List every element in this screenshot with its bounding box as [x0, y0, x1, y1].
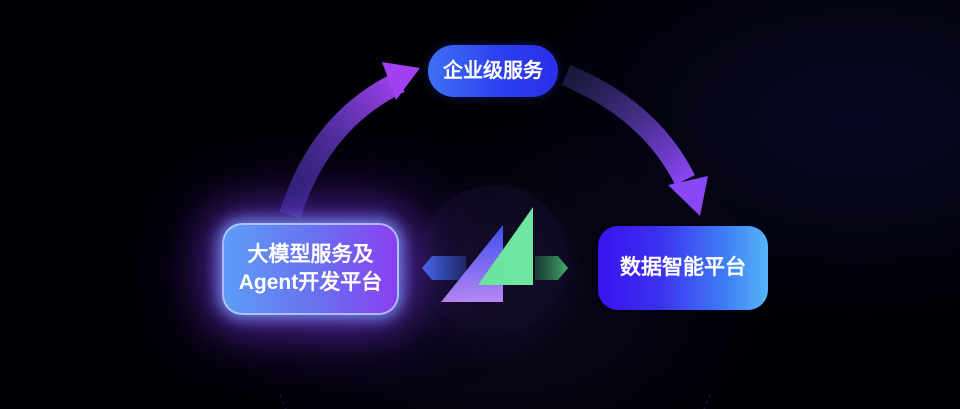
- node-llm-agent-platform: 大模型服务及 Agent开发平台: [222, 223, 399, 315]
- triangle-logo-icon: [422, 207, 568, 302]
- node-enterprise-service: 企业级服务: [428, 45, 558, 97]
- node-llm-label-line2: Agent开发平台: [238, 271, 383, 294]
- node-llm-label-line1: 大模型服务及: [247, 243, 374, 266]
- arrow-enterprise-to-data: [561, 64, 708, 216]
- node-data-intelligence-platform: 数据智能平台: [598, 226, 768, 310]
- node-enterprise-label: 企业级服务: [443, 60, 543, 82]
- node-data-label: 数据智能平台: [620, 256, 746, 279]
- arrow-llm-to-enterprise: [279, 62, 420, 219]
